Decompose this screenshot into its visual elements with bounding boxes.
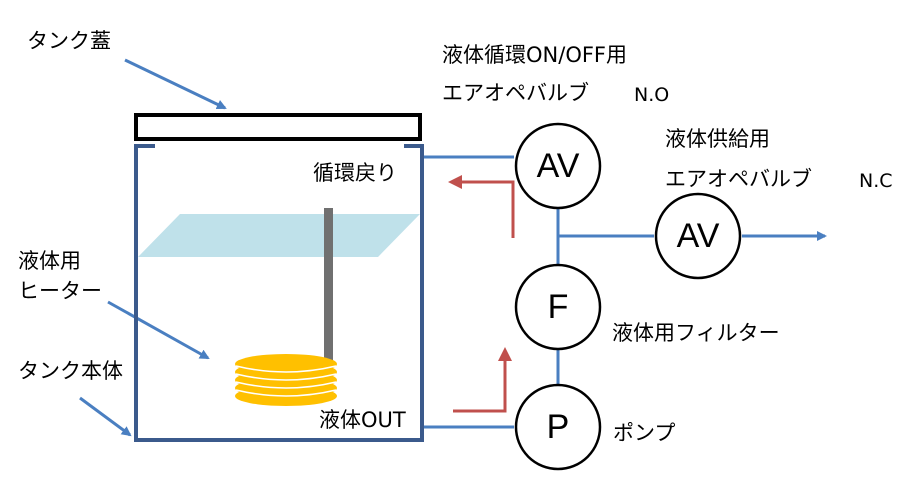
liquid-filter	[514, 263, 602, 351]
tank-lid-label: タンク蓋	[27, 29, 111, 53]
heater-rod	[324, 208, 333, 370]
filter-label: F	[547, 288, 569, 326]
liquid-out-label: 液体OUT	[319, 408, 406, 432]
pump-label: P	[546, 408, 570, 446]
tank-body-callout-arrow	[79, 396, 132, 437]
supply-valve-desc-line2: エアオペバルブ	[665, 167, 812, 191]
outflow-arrow	[453, 347, 512, 413]
tank-lid	[134, 113, 422, 141]
return-flow-arrow	[448, 175, 515, 238]
return-label: 循環戻り	[313, 161, 397, 185]
heater-callout-arrow	[107, 300, 210, 360]
heater-coil	[235, 354, 337, 406]
heater-label-line2: ヒーター	[18, 279, 102, 303]
liquid-surface	[138, 214, 420, 257]
tank-body	[134, 144, 424, 442]
heater-label-line1: 液体用	[18, 249, 81, 273]
circulation-valve-desc-line1: 液体循環ON/OFF用	[442, 43, 628, 67]
tank-body-label: タンク本体	[18, 359, 123, 383]
supply-valve-type: N.C	[859, 170, 893, 192]
pump	[514, 383, 602, 471]
filter-desc: 液体用フィルター	[612, 321, 780, 345]
supply-valve	[654, 192, 742, 280]
lid-callout-arrow	[124, 58, 227, 110]
pump-desc: ポンプ	[613, 421, 676, 445]
circulation-valve-desc-line2: エアオペバルブ	[442, 81, 589, 105]
supply-valve-desc-line1: 液体供給用	[665, 127, 770, 151]
supply-valve-label: AV	[676, 217, 720, 255]
circulation-valve	[514, 122, 602, 210]
piping	[424, 155, 654, 429]
circulation-valve-type: N.O	[634, 84, 670, 106]
circulation-valve-label: AV	[536, 147, 580, 185]
